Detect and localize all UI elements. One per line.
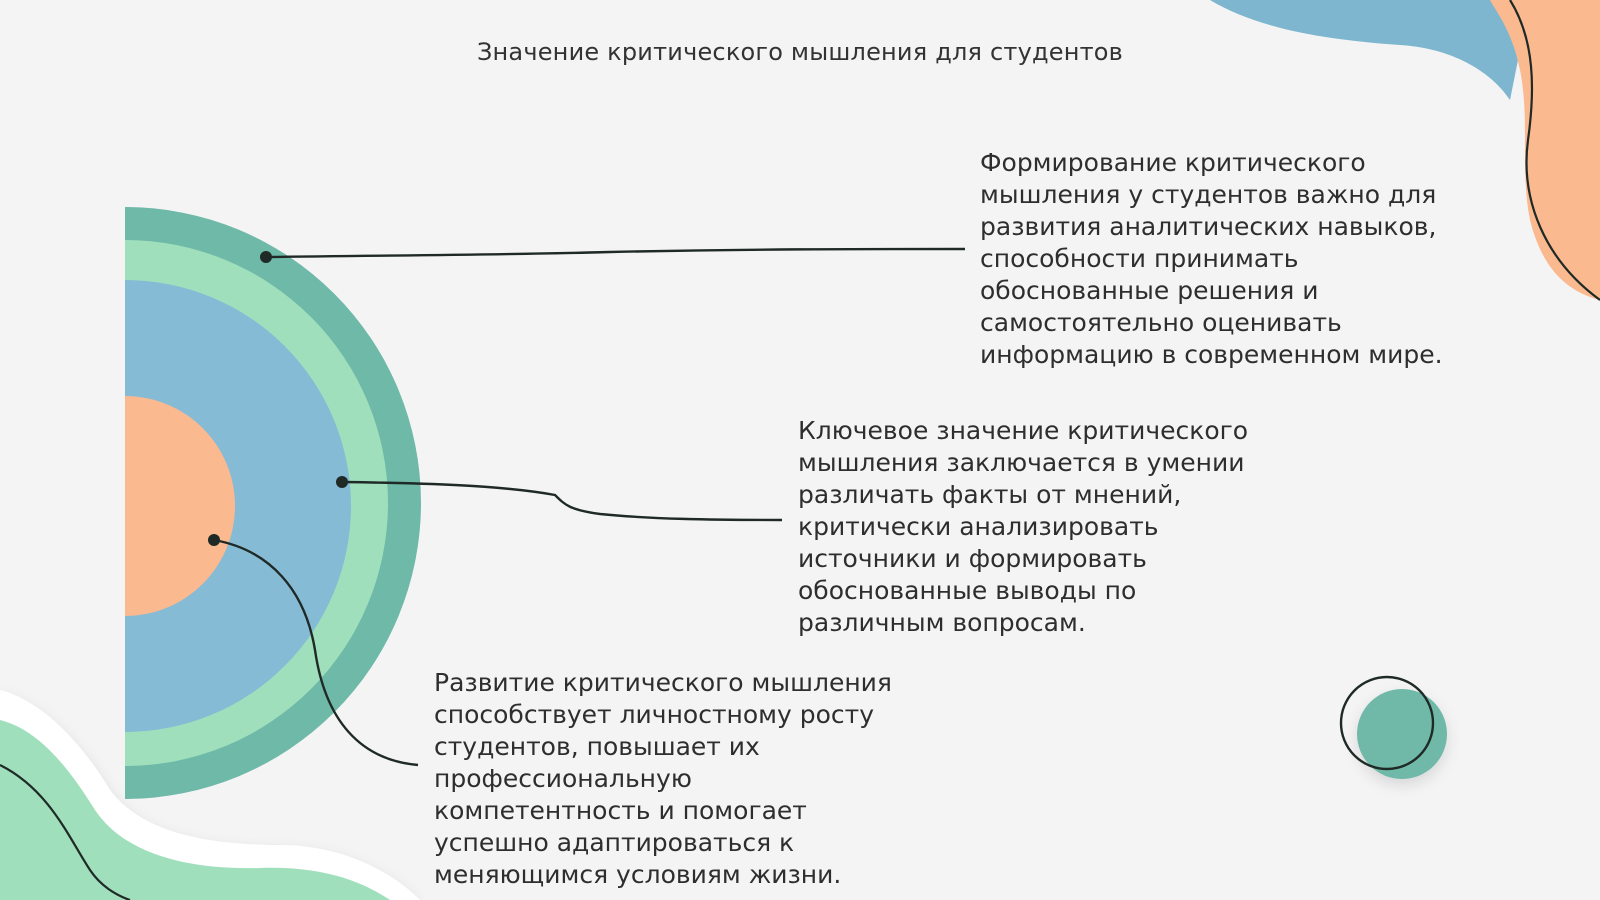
connector-dot-1 [260,251,272,263]
callout-text-3: Развитие критического мышления способств… [434,668,892,889]
page-title: Значение критического мышления для студе… [476,38,1124,66]
blue-blob-top-right [1210,0,1530,100]
curve-line-bottom-left [0,764,131,900]
connector-dot-2 [336,476,348,488]
curve-line-right [1509,0,1600,301]
teal-circle-bottom-right [1357,689,1447,779]
callout-text-1: Формирование критического мышления у сту… [980,148,1443,369]
connector-dot-3 [208,534,220,546]
peach-blob-right [1490,0,1600,300]
connector-line-2 [341,480,783,522]
ring-blue [125,280,351,732]
core-peach [125,396,235,616]
connector-line-1 [265,247,966,259]
callout-text-2: Ключевое значение критического мышления … [798,416,1249,637]
outline-circle-bottom-right [1339,675,1435,771]
mint-blob-bottom-left [0,720,390,900]
connector-line-3 [213,538,419,767]
